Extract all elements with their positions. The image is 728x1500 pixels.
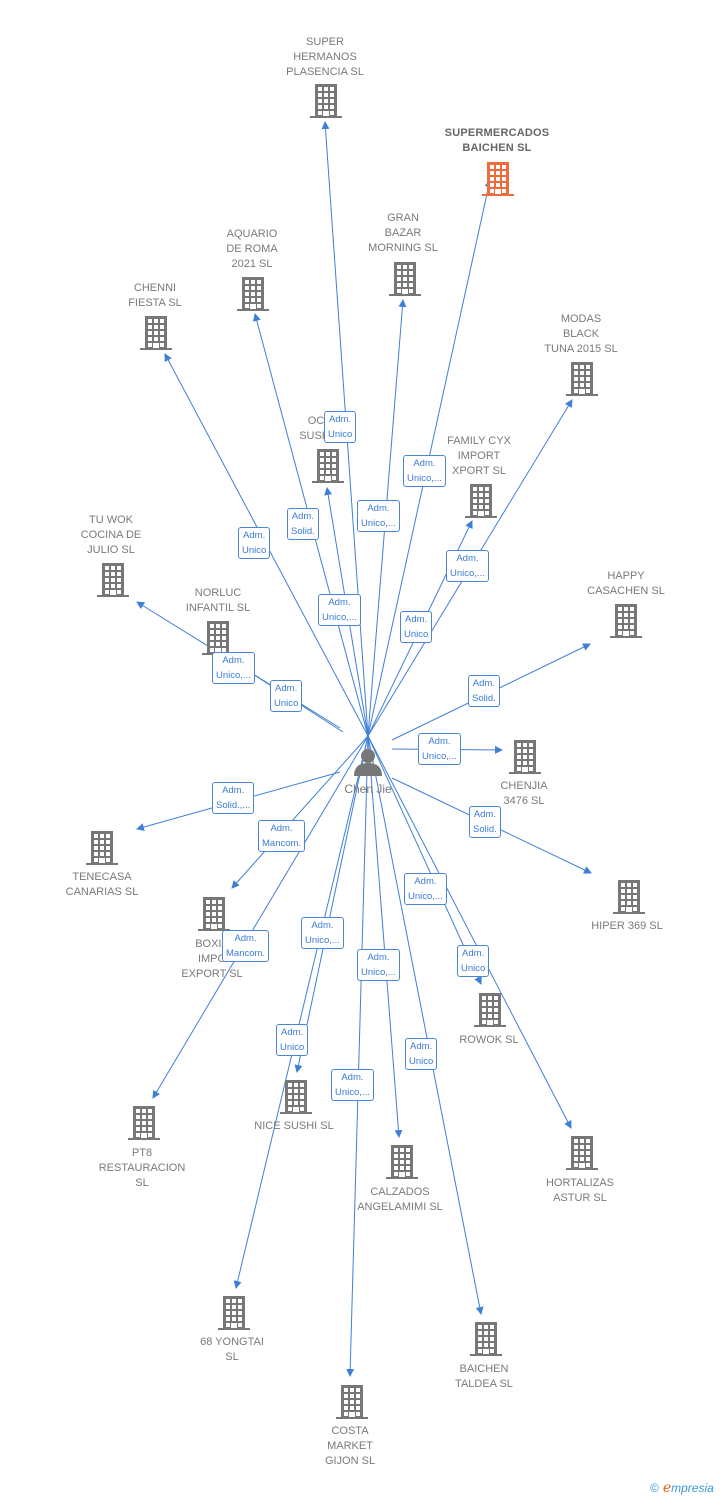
edge-calzados <box>367 735 403 1138</box>
company-label-aquario[interactable]: AQUARIO DE ROMA 2021 SL <box>226 228 278 270</box>
building-icon-modas-black[interactable] <box>566 362 598 396</box>
building-icon-norluc[interactable] <box>202 621 234 655</box>
relation-label-modas-black[interactable]: Adm. Unico <box>400 611 433 643</box>
person-icon[interactable] <box>354 749 382 776</box>
building-icon-hortalizas[interactable] <box>566 1136 598 1170</box>
building-icon-tenecasa[interactable] <box>86 831 118 865</box>
company-label-modas-black[interactable]: MODAS BLACK TUNA 2015 SL <box>544 313 618 355</box>
company-label-norluc[interactable]: NORLUC INFANTIL SL <box>185 587 251 614</box>
company-label-hortalizas[interactable]: HORTALIZAS ASTUR SL <box>545 1177 615 1204</box>
brand-logo-text: mpresia <box>671 1481 714 1495</box>
company-label-supermercados-baichen[interactable]: SUPERMERCADOS BAICHEN SL <box>444 127 550 154</box>
relation-label-hiper369[interactable]: Adm. Solid. <box>469 806 501 838</box>
relation-label-tu-wok[interactable]: Adm. Unico,... <box>212 652 255 684</box>
edge-hortalizas <box>367 735 572 1129</box>
relation-label-68-yongtai[interactable]: Adm. Unico <box>276 1024 309 1056</box>
relation-label-calzados[interactable]: Adm. Unico,... <box>357 949 400 981</box>
building-icon-hiper369[interactable] <box>613 880 645 914</box>
relation-label-tenecasa[interactable]: Adm. Solid.,... <box>212 782 255 814</box>
edge-baichen-taldea <box>367 735 484 1315</box>
relation-label-hortalizas[interactable]: Adm. Unico <box>457 945 490 977</box>
company-label-68-yongtai[interactable]: 68 YONGTAI SL <box>200 1336 264 1363</box>
edge-nice-sushi <box>294 735 369 1073</box>
building-icon-boxia[interactable] <box>198 897 230 931</box>
company-label-chenni[interactable]: CHENNI FIESTA SL <box>128 282 182 309</box>
building-icon-family-cyx[interactable] <box>465 484 497 518</box>
edge-rowok <box>367 735 482 985</box>
building-icon-chenjia[interactable] <box>509 740 541 774</box>
company-label-chenjia[interactable]: CHENJIA 3476 SL <box>500 780 548 807</box>
company-label-gran-bazar[interactable]: GRAN BAZAR MORNING SL <box>368 212 438 254</box>
company-label-hiper369[interactable]: HIPER 369 SL <box>591 920 663 932</box>
company-label-rowok[interactable]: ROWOK SL <box>459 1034 519 1046</box>
building-icon-gran-bazar[interactable] <box>389 262 421 296</box>
building-icon-tu-wok[interactable] <box>97 563 129 597</box>
building-icon-baichen-taldea[interactable] <box>470 1322 502 1356</box>
building-icon-chenni[interactable] <box>140 316 172 350</box>
relation-label-oc-sushi[interactable]: Adm. Unico,... <box>318 594 361 626</box>
relation-label-costa-market[interactable]: Adm. Unico,... <box>331 1069 374 1101</box>
relation-label-aquario[interactable]: Adm. Solid. <box>287 508 319 540</box>
company-label-pt8[interactable]: PT8 RESTAURACION SL <box>98 1147 186 1189</box>
company-label-tenecasa[interactable]: TENECASA CANARIAS SL <box>65 871 139 898</box>
relation-label-gran-bazar[interactable]: Adm. Unico,... <box>357 500 400 532</box>
relation-label-baichen-taldea[interactable]: Adm. Unico <box>405 1038 438 1070</box>
relation-label-rowok[interactable]: Adm. Unico,... <box>404 873 447 905</box>
relation-label-pt8[interactable]: Adm. Mancom. <box>222 930 270 962</box>
building-icon-rowok[interactable] <box>474 993 506 1027</box>
building-icon-calzados[interactable] <box>386 1145 418 1179</box>
company-label-calzados[interactable]: CALZADOS ANGELAMIMI SL <box>357 1186 443 1213</box>
edge-boxia <box>231 735 369 889</box>
person-name[interactable]: Chen Jie <box>344 782 392 796</box>
company-label-tu-wok[interactable]: TU WOK COCINA DE JULIO SL <box>80 514 142 556</box>
relation-label-supermercados-baichen[interactable]: Adm. Unico,... <box>403 455 446 487</box>
relation-label-nice-sushi[interactable]: Adm. Unico,... <box>301 917 344 949</box>
edge-68-yongtai <box>233 735 369 1289</box>
nodes-layer <box>86 84 645 1419</box>
company-label-nice-sushi[interactable]: NICE SUSHI SL <box>254 1120 334 1132</box>
building-icon-nice-sushi[interactable] <box>280 1080 312 1114</box>
building-icon-pt8[interactable] <box>128 1106 160 1140</box>
company-label-oc-sushi[interactable]: OC SUSHI <box>299 415 333 442</box>
relation-label-chenni[interactable]: Adm. Unico <box>238 527 271 559</box>
edge-costa-market <box>346 735 369 1377</box>
relation-label-happy[interactable]: Adm. Solid. <box>468 675 500 707</box>
relation-label-super-hermanos[interactable]: Adm. Unico <box>324 411 357 443</box>
building-icon-aquario[interactable] <box>237 277 269 311</box>
relation-label-norluc[interactable]: Adm. Unico <box>270 680 303 712</box>
relation-label-chenjia[interactable]: Adm. Unico,... <box>418 733 461 765</box>
copyright-symbol: © <box>650 1481 659 1495</box>
company-label-boxia[interactable]: BOXIA IMPO EXPORT SL <box>181 938 243 980</box>
building-icon-super-hermanos[interactable] <box>310 84 342 118</box>
company-label-happy[interactable]: HAPPY CASACHEN SL <box>587 570 665 597</box>
company-label-family-cyx[interactable]: FAMILY CYX IMPORT XPORT SL <box>447 435 511 477</box>
building-icon-oc-sushi[interactable] <box>312 449 344 483</box>
building-icon-happy[interactable] <box>610 604 642 638</box>
company-label-costa-market[interactable]: COSTA MARKET GIJON SL <box>324 1425 376 1467</box>
building-icon-68-yongtai[interactable] <box>218 1296 250 1330</box>
relation-label-boxia[interactable]: Adm. Mancom. <box>258 820 306 852</box>
building-icon-supermercados-baichen[interactable] <box>482 162 514 196</box>
building-icon-costa-market[interactable] <box>336 1385 368 1419</box>
company-label-baichen-taldea[interactable]: BAICHEN TALDEA SL <box>455 1363 513 1390</box>
copyright-footer: ©empresia <box>650 1480 714 1496</box>
relation-label-family-cyx[interactable]: Adm. Unico,... <box>446 550 489 582</box>
edge-pt8 <box>152 735 369 1099</box>
brand-logo-initial: e <box>662 1480 672 1496</box>
company-label-super-hermanos[interactable]: SUPER HERMANOS PLASENCIA SL <box>286 36 364 78</box>
